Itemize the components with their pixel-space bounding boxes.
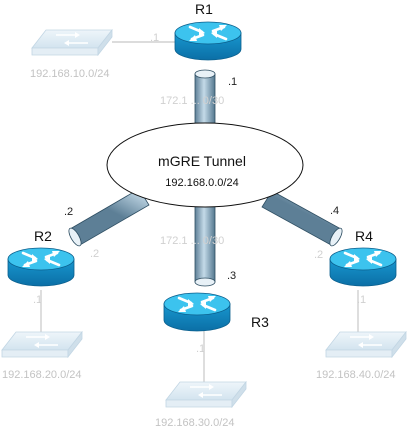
tunnel-title: mGRE Tunnel <box>158 153 246 169</box>
r4-tunnel-iface: .4 <box>330 205 339 217</box>
lan20-subnet: 192.168.20.0/24 <box>2 369 82 381</box>
r1-wan-subnet: 172.1 ... 0/30 <box>160 95 224 107</box>
tunnel-tube-r2 <box>68 188 150 247</box>
tunnel-tube-r4 <box>261 190 343 247</box>
r2-lan-iface: .1 <box>33 294 42 306</box>
r3-tunnel-iface: .3 <box>227 270 236 282</box>
r4-lan-iface: .1 <box>357 294 366 306</box>
mgre-tunnel-ellipse <box>106 122 304 208</box>
r3-wan-subnet: 172.1 ... 0/30 <box>160 235 224 247</box>
router-r4-name: R4 <box>355 228 373 244</box>
switch-icon <box>325 331 407 358</box>
router-icon <box>6 246 76 288</box>
router-r1-name: R1 <box>195 1 213 17</box>
lan40-subnet: 192.168.40.0/24 <box>316 369 396 381</box>
switch-icon <box>1 331 83 358</box>
router-icon <box>328 246 398 288</box>
r4-wan-iface: .2 <box>314 249 323 261</box>
tunnel-subnet: 192.168.0.0/24 <box>165 177 238 189</box>
router-icon <box>173 20 243 62</box>
r2-tunnel-iface: .2 <box>64 206 73 218</box>
r1-tunnel-iface: .1 <box>228 76 237 88</box>
tunnel-tube-r1 <box>194 69 216 137</box>
router-r3-name: R3 <box>251 314 269 330</box>
router-r2-name: R2 <box>34 228 52 244</box>
r3-lan-iface: .1 <box>196 343 205 355</box>
r2-wan-iface: .2 <box>90 248 99 260</box>
lan30-subnet: 192.168.30.0/24 <box>155 417 235 429</box>
switch-icon <box>31 29 113 56</box>
router-icon <box>162 291 232 333</box>
switch-icon <box>165 381 247 408</box>
lan10-subnet: 192.168.10.0/24 <box>30 68 110 80</box>
r1-lan-iface: .1 <box>150 32 159 44</box>
